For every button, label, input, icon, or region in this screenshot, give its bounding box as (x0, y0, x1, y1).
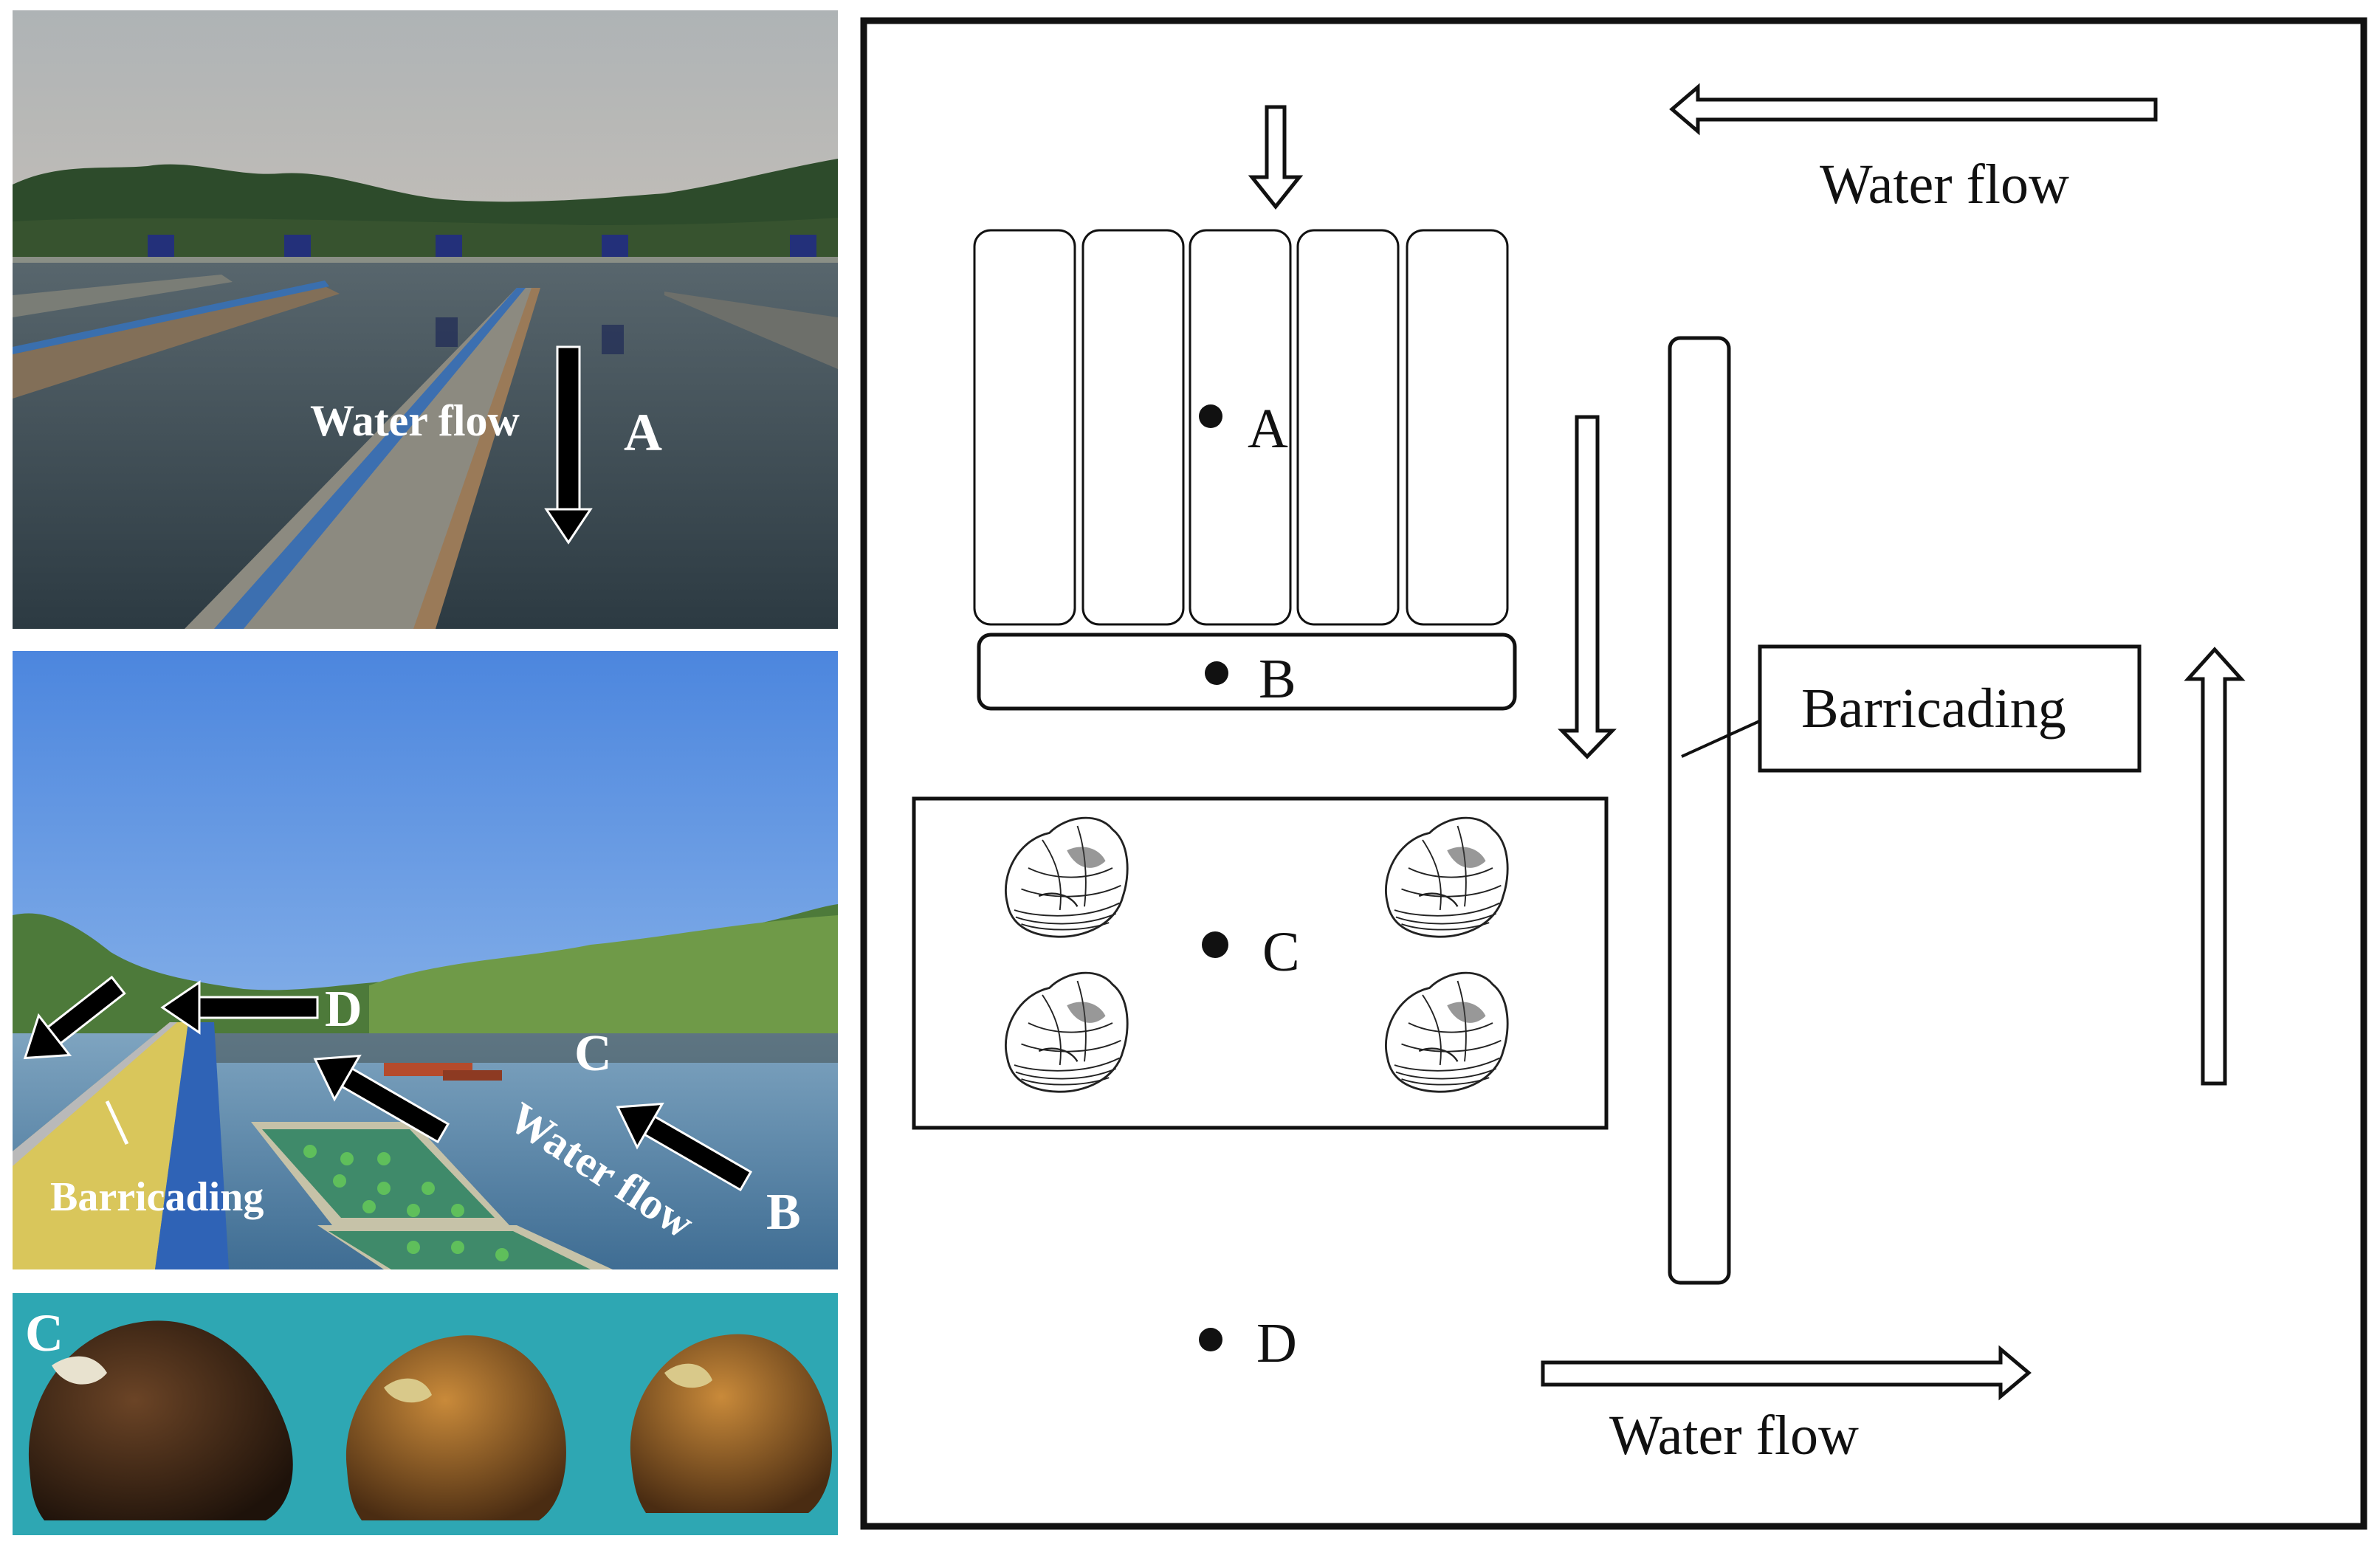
flow-arrows-photo-middle (23, 975, 753, 1192)
point-a-marker (1199, 404, 1222, 428)
point-b-marker (1205, 661, 1228, 685)
diagram-barricading-label: Barricading (1801, 678, 2066, 740)
cage-4 (1296, 229, 1400, 626)
point-b-label: B (1259, 648, 1296, 710)
cage-1 (973, 229, 1076, 626)
photo-middle-pond (13, 651, 838, 1269)
photo-bottom-mussels (13, 1293, 838, 1535)
flow-arrow-down (1558, 415, 1617, 759)
flow-arrow-top (1669, 83, 2158, 136)
flow-arrow-cages (1248, 105, 1304, 210)
photo-top-water-flow-label: Water flow (310, 396, 520, 445)
barricading-pointer-photo (105, 1100, 129, 1145)
cage-group (973, 229, 1509, 626)
point-d-label: D (1256, 1312, 1297, 1374)
point-d-marker (1199, 1328, 1222, 1351)
photo-top-pond (13, 10, 838, 629)
flow-arrow-photo-top (544, 345, 593, 545)
flow-arrow-bottom (1541, 1345, 2032, 1401)
photo-top-point-label: A (624, 403, 662, 462)
cage-2 (1081, 229, 1185, 626)
barricading-label-box (1758, 644, 2142, 773)
photo-middle-point-b-label: B (766, 1184, 801, 1241)
photo-bottom-point-label: C (25, 1303, 63, 1362)
cage-5 (1406, 229, 1509, 626)
point-a-label: A (1248, 398, 1288, 460)
photo-middle-point-c-label: C (574, 1025, 612, 1082)
photo-middle-barricading-label: Barricading (50, 1174, 264, 1220)
photo-middle-point-d-label: D (325, 981, 362, 1038)
barricading-pointer-diagram (1681, 718, 1764, 758)
point-c-label: C (1262, 921, 1300, 983)
cage-bar-b (977, 633, 1517, 711)
point-c-marker (1202, 931, 1228, 958)
diagram-water-flow-top-label: Water flow (1820, 154, 2069, 216)
diagram-water-flow-bottom-label: Water flow (1609, 1405, 1859, 1467)
barricade-bar (1668, 336, 1731, 1285)
cage-3 (1189, 229, 1292, 626)
flow-arrow-up (2184, 647, 2246, 1086)
